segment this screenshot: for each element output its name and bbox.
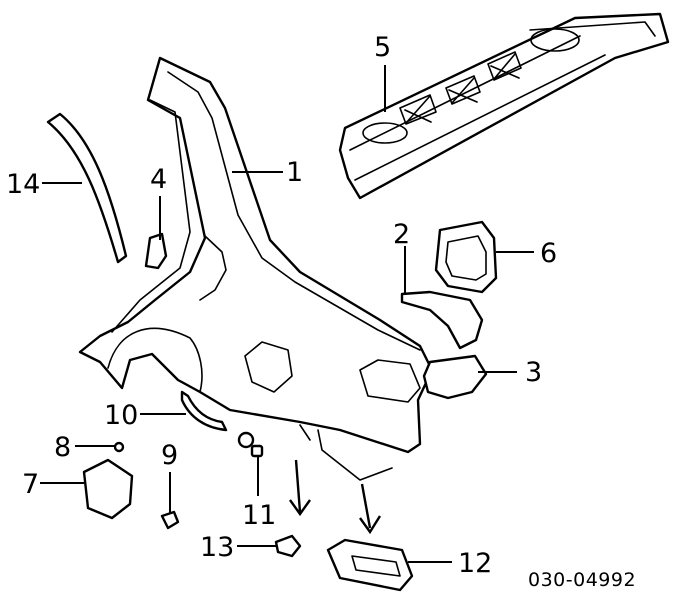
callout-5: 5 [374,32,391,63]
callout-3: 3 [525,357,542,388]
callout-11: 11 [242,500,276,531]
small-bracket [144,232,168,270]
lower-molding [326,538,414,592]
callout-4: 4 [150,164,167,195]
callout-6: 6 [540,238,557,269]
grommet-small [113,441,125,453]
parcel-shelf [338,12,670,200]
arrow-to-12 [359,483,382,535]
reinforcement [400,290,484,350]
callout-8: 8 [54,432,71,463]
callout-10: 10 [104,400,138,431]
callout-2: 2 [393,219,410,250]
callout-1: 1 [286,157,303,188]
clip-strap [180,390,228,432]
nut-clip [274,534,302,558]
callout-9: 9 [161,440,178,471]
quarter-panel [78,56,434,481]
callout-13: 13 [200,532,234,563]
reference-code: 030-04992 [528,569,636,591]
filler-lid [82,458,134,520]
moulding-strip [46,112,128,264]
bumper [160,510,180,530]
filler-housing [434,220,498,294]
callout-14: 14 [6,169,40,200]
arrow-to-13 [289,459,311,517]
clip [237,431,264,458]
callout-12: 12 [458,548,492,579]
leader-lines [40,65,534,563]
side-bracket [422,354,488,400]
callout-7: 7 [22,469,39,500]
